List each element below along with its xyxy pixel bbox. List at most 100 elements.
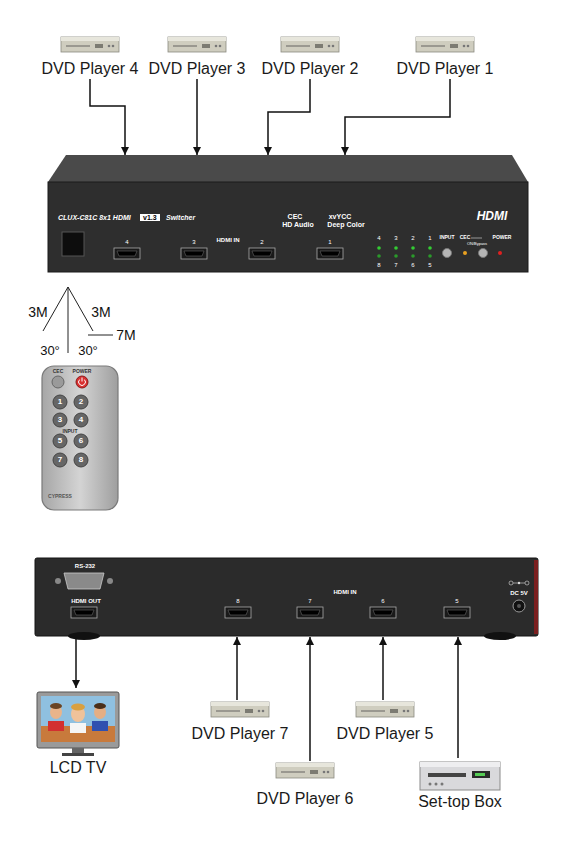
box-button: [441, 783, 444, 786]
signal-arrow: [345, 79, 450, 155]
serial-connector: [64, 573, 104, 589]
node-art: [253, 761, 357, 791]
panel-edge: [534, 560, 538, 634]
player-body: [61, 37, 119, 52]
number-button: [53, 434, 67, 448]
player-button: [332, 45, 335, 48]
signal-arrow: [196, 79, 198, 155]
player-display: [390, 709, 398, 713]
signal-arrow: [75, 637, 77, 688]
disc-tray: [286, 45, 310, 47]
button-number: 1: [58, 398, 62, 406]
device-label: DVD Player 5: [337, 726, 434, 742]
remote-button: [52, 376, 64, 388]
number-button: [74, 413, 88, 427]
hdmi-port: [114, 248, 140, 259]
port-number: 2: [260, 239, 263, 245]
range-label: 7M: [116, 328, 135, 342]
disc-tray: [421, 45, 445, 47]
dvd-player: DVD Player 5: [333, 700, 437, 744]
player-display: [95, 44, 103, 48]
dvd-player: DVD Player 1: [393, 35, 497, 79]
button-label: INPUT: [440, 235, 455, 240]
number-button: [53, 395, 67, 409]
led-number: 3: [394, 235, 397, 241]
panel-top-face: [48, 155, 528, 182]
player-top: [281, 37, 339, 41]
node-art: [258, 35, 362, 61]
cec-mark: [471, 238, 482, 239]
hdmi-port-socket: [74, 610, 94, 615]
led-number: 7: [394, 262, 397, 268]
power-led: [498, 251, 502, 255]
disc-tray: [66, 45, 90, 47]
hdmi-port-socket: [252, 251, 272, 256]
number-button: [74, 453, 88, 467]
set-top-box: Set-top Box: [408, 758, 512, 812]
angle-label: 30°: [40, 344, 60, 357]
box-display: [472, 771, 490, 778]
model-name: CLUX-C81C 8x1 HDMI: [58, 214, 131, 221]
model-name: Switcher: [166, 214, 195, 221]
polarity-symbol: [525, 581, 529, 585]
port-label: HDMI OUT: [71, 598, 101, 604]
panel-foot: [484, 632, 516, 640]
device-label: Set-top Box: [418, 794, 502, 810]
player-button: [407, 710, 410, 713]
brand-label: CYPRESS: [48, 494, 72, 499]
led-number: 4: [377, 235, 380, 241]
device-label: DVD Player 4: [42, 61, 139, 77]
box-slot: [428, 773, 466, 777]
player-top: [356, 702, 414, 706]
box-button: [429, 783, 432, 786]
signal-arrow: [236, 637, 238, 700]
port-group-label: HDMI IN: [217, 237, 240, 243]
port-number: 5: [455, 598, 458, 604]
range-line: [88, 335, 113, 336]
port-number: 8: [236, 598, 239, 604]
player-top: [276, 763, 334, 767]
player-button: [328, 45, 331, 48]
panel-front-face: [48, 182, 528, 272]
player-display: [315, 44, 323, 48]
box-top: [420, 762, 500, 767]
tv-screen: [41, 696, 115, 742]
version-badge: v1.3: [140, 214, 160, 221]
player-button: [467, 45, 470, 48]
hdmi-port-socket: [447, 610, 467, 615]
screen-image: [71, 704, 85, 711]
hdmi-port: [370, 607, 396, 618]
feature-label: HD Audio: [282, 221, 314, 228]
box-display: [475, 773, 485, 776]
feature-label: Deep Color: [327, 221, 364, 228]
dc-jack: [517, 604, 521, 608]
device-label: LCD TV: [50, 760, 107, 776]
box-button: [435, 783, 438, 786]
polarity-symbol: [509, 581, 513, 585]
dvd-player: DVD Player 3: [145, 35, 249, 79]
screen-image: [94, 703, 106, 709]
player-display: [450, 44, 458, 48]
switcher-front-panel: CLUX-C81C 8x1 HDMI v1.3 Switcher 4 HDMI IN 3 2…: [46, 155, 530, 273]
screen-image: [70, 723, 86, 733]
range-label: 3M: [28, 305, 47, 319]
screen-image: [50, 703, 62, 709]
cec-button: [479, 249, 488, 258]
button-number: 6: [79, 437, 83, 445]
angle-label: 30°: [78, 344, 98, 357]
power-symbol: [82, 378, 83, 382]
signal-arrow: [309, 637, 311, 761]
connector-screw: [107, 578, 113, 584]
device-label: DVD Player 6: [257, 791, 354, 807]
number-button: [53, 453, 67, 467]
button-number: 2: [79, 398, 83, 406]
input-led: [377, 246, 381, 250]
signal-arrow: [457, 637, 459, 758]
player-button: [262, 710, 265, 713]
box-body: [420, 762, 500, 790]
player-body: [211, 702, 269, 717]
player-button: [463, 45, 466, 48]
disc-tray: [216, 710, 240, 712]
player-button: [112, 45, 115, 48]
player-top: [211, 702, 269, 706]
